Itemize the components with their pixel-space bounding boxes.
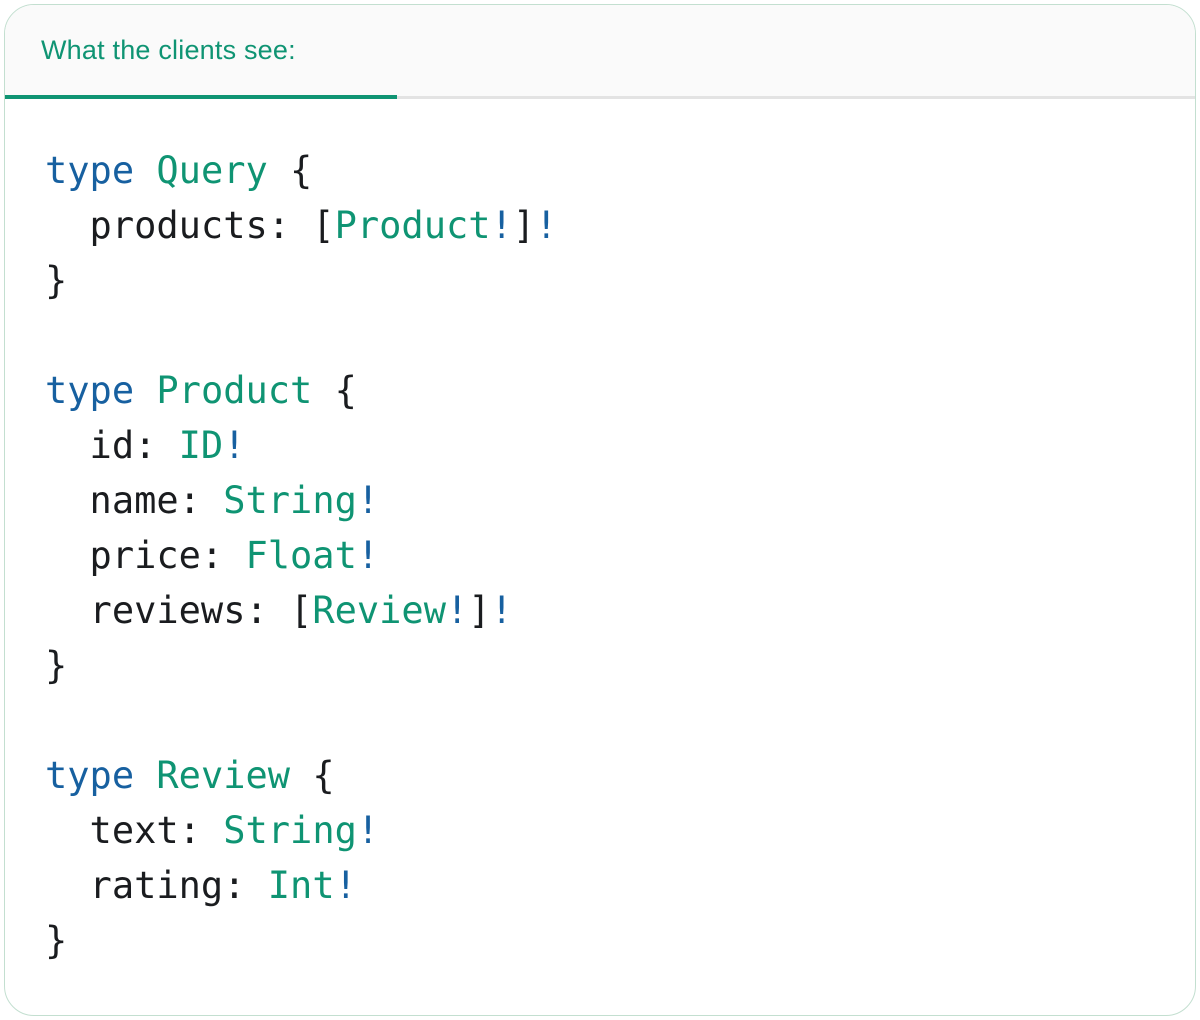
tab-what-clients-see[interactable]: What the clients see: [5,5,397,99]
code-line: products: [Product!]! [45,204,558,247]
code-line: price: Float! [45,534,380,577]
code-line [45,693,1155,748]
code-line: type Product { [45,369,357,412]
code-line: type Query { [45,149,313,192]
code-line: id: ID! [45,424,246,467]
code-line: name: String! [45,479,380,522]
tab-bar: What the clients see: [5,5,1195,99]
code-line: text: String! [45,809,380,852]
code-line: } [45,644,68,687]
tab-label: What the clients see: [41,34,296,65]
code-line: reviews: [Review!]! [45,589,513,632]
schema-card: What the clients see: type Query { produ… [4,4,1196,1016]
code-line: } [45,259,68,302]
graphql-schema-code: type Query { products: [Product!]!} type… [5,99,1195,968]
code-line: rating: Int! [45,864,357,907]
code-line [45,308,1155,363]
code-line: } [45,919,68,962]
code-line: type Review { [45,754,335,797]
